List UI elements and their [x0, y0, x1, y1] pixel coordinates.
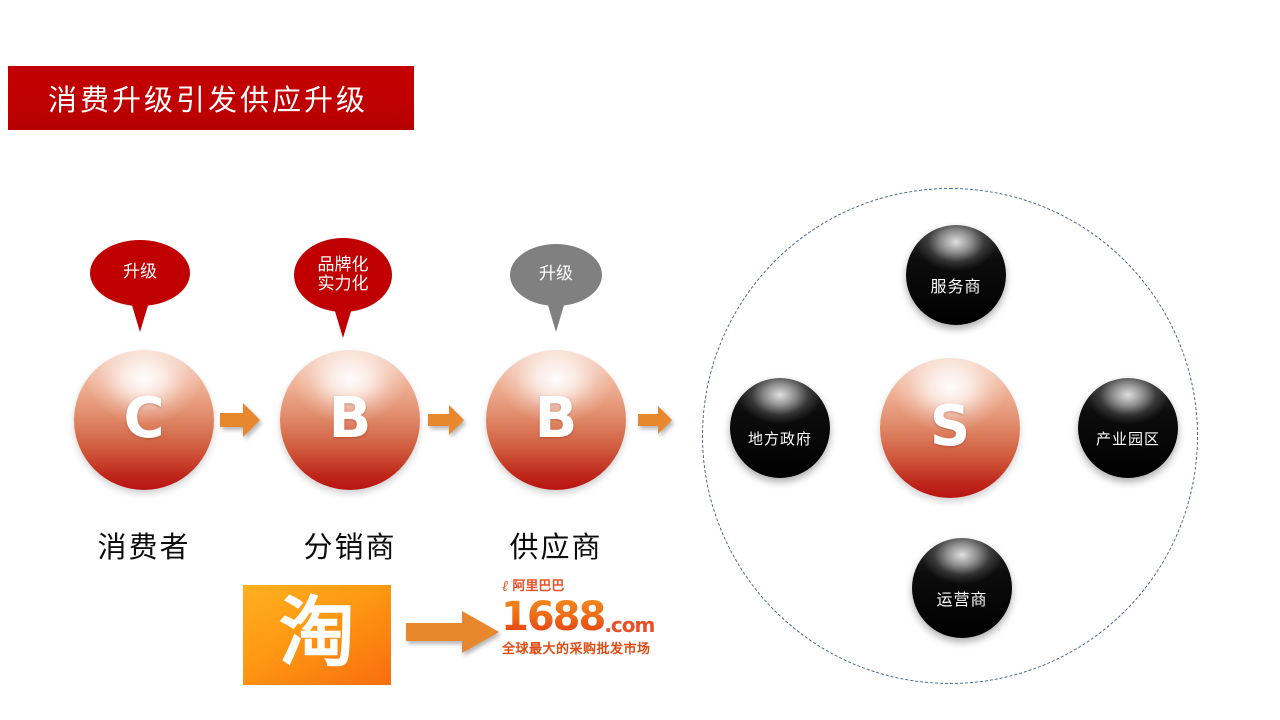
callout-distributor-upgrade: 品牌化 实力化: [294, 238, 392, 338]
sphere-consumer: C: [74, 350, 214, 490]
alibaba-1688-logo: ℓ 阿里巴巴 1688 .com 全球最大的采购批发市场: [500, 576, 680, 672]
sphere-service-provider: 服务商: [906, 225, 1006, 325]
sphere-supply-platform: S: [880, 358, 1020, 498]
callout-consumer-upgrade-label: 升级: [123, 262, 157, 283]
callout-consumer-upgrade: 升级: [90, 240, 190, 332]
sphere-distributor: B: [280, 350, 420, 490]
title-banner: 消费升级引发供应升级: [8, 66, 414, 130]
sphere-industrial-park-label: 产业园区: [1095, 429, 1160, 448]
arrow-right-icon: [636, 403, 674, 437]
page-title: 消费升级引发供应升级: [48, 83, 369, 117]
ecosystem-boundary-circle: [702, 188, 1198, 684]
taobao-logo-character: 淘: [279, 588, 355, 677]
sphere-distributor-glyph: B: [328, 386, 372, 452]
taobao-logo: 淘: [243, 585, 391, 685]
alibaba-1688-number: 1688: [501, 594, 606, 640]
alibaba-brand-text: 阿里巴巴: [512, 578, 565, 594]
arrow-right-icon: [426, 402, 466, 438]
sphere-service-provider-label: 服务商: [930, 277, 982, 296]
arrow-right-icon: [404, 608, 502, 656]
sphere-local-government-label: 地方政府: [747, 429, 812, 448]
callout-supplier-upgrade: 升级: [510, 244, 602, 332]
alibaba-1688-tagline: 全球最大的采购批发市场: [502, 642, 651, 657]
sphere-supplier: B: [486, 350, 626, 490]
callout-supplier-upgrade-label: 升级: [539, 264, 573, 285]
arrow-right-icon: [218, 400, 262, 440]
label-supplier: 供应商: [509, 530, 603, 564]
sphere-industrial-park: 产业园区: [1078, 378, 1178, 478]
alibaba-1688-domain: .com: [604, 613, 655, 637]
alibaba-brand-row: ℓ 阿里巴巴: [500, 576, 680, 596]
sphere-operator: 运营商: [912, 538, 1012, 638]
label-distributor: 分销商: [303, 530, 397, 564]
sphere-supply-platform-glyph: S: [929, 394, 971, 460]
callout-distributor-upgrade-label: 品牌化 实力化: [317, 254, 369, 294]
alibaba-1688-number-row: 1688 .com: [500, 596, 680, 637]
sphere-operator-label: 运营商: [936, 590, 988, 609]
alibaba-swirl-icon: ℓ: [502, 576, 509, 595]
sphere-consumer-glyph: C: [123, 386, 165, 452]
label-consumer: 消费者: [97, 530, 191, 564]
sphere-supplier-glyph: B: [534, 386, 578, 452]
sphere-local-government: 地方政府: [730, 378, 830, 478]
